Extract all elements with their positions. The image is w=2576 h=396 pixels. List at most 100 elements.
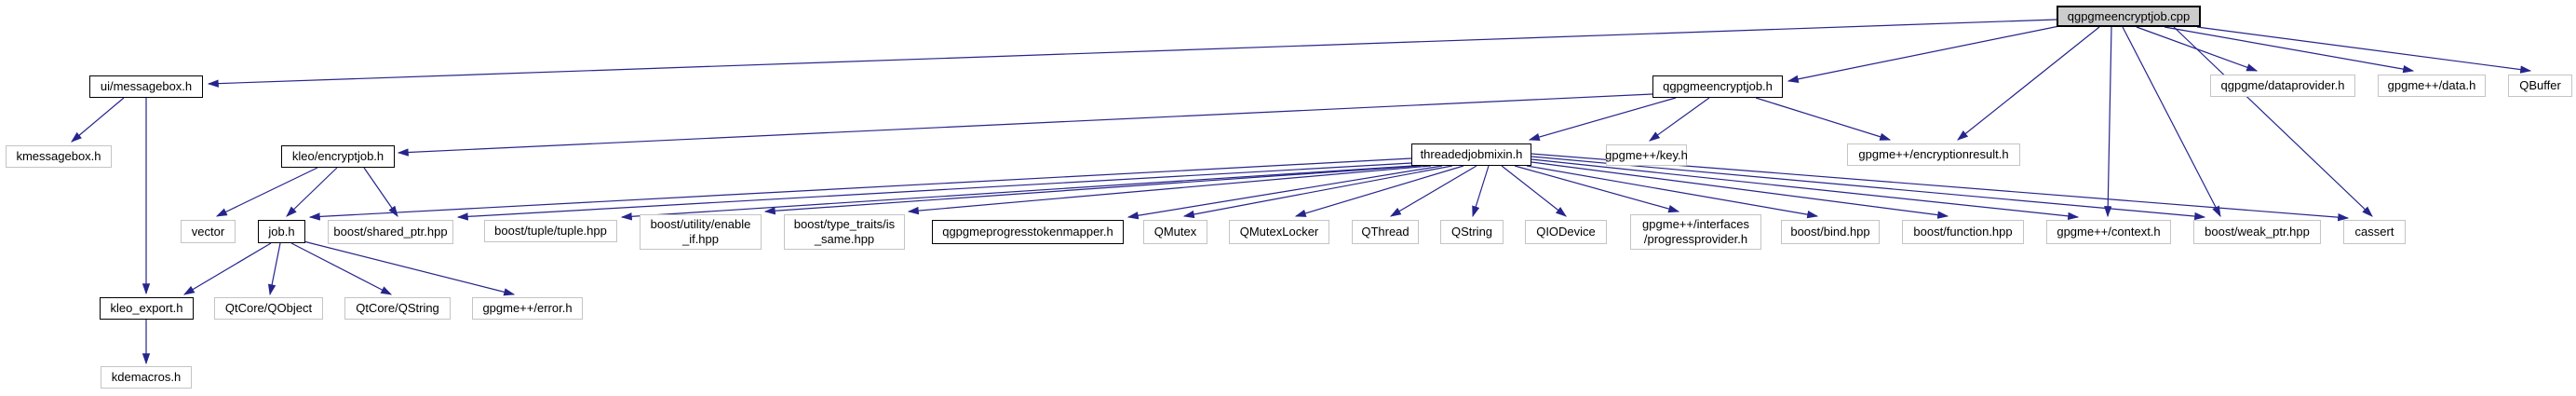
node-label: gpgme++/encryptionresult.h: [1858, 147, 2009, 162]
node-label: QMutex: [1153, 225, 1197, 239]
node-messagebox[interactable]: ui/messagebox.h: [89, 75, 203, 98]
node-label: boost/function.hpp: [1913, 225, 2013, 239]
node-weak_ptr: boost/weak_ptr.hpp: [2193, 220, 2321, 244]
node-shared_ptr: boost/shared_ptr.hpp: [328, 220, 453, 244]
edge-cpp-to-encryptjob_h: [1787, 25, 2060, 83]
node-label: qgpgmeencryptjob.h: [1663, 79, 1773, 94]
node-qmutex: QMutex: [1143, 220, 1207, 244]
node-encryptjob_h[interactable]: qgpgmeencryptjob.h: [1652, 75, 1783, 98]
node-label: gpgme++/context.h: [2057, 225, 2161, 239]
node-label: boost/shared_ptr.hpp: [333, 225, 448, 239]
node-tokenmapper[interactable]: qgpgmeprogresstokenmapper.h: [932, 220, 1124, 244]
node-label: gpgme++/key.h: [1605, 147, 1688, 162]
edge-cpp-to-qbuffer: [2196, 26, 2532, 74]
node-function: boost/function.hpp: [1902, 220, 2024, 244]
node-label: QIODevice: [1536, 225, 1596, 239]
edge-encryptjob_h-to-kleo_encryptjob: [397, 93, 1653, 157]
node-kleo_export[interactable]: kleo_export.h: [100, 297, 194, 320]
edge-threadedjobmixin-to-function: [1531, 161, 1949, 219]
node-label: boost/weak_ptr.hpp: [2205, 225, 2310, 239]
edge-kleo_encryptjob-to-job_h: [286, 167, 338, 217]
node-key_h: gpgme++/key.h: [1605, 144, 1688, 166]
node-qbuffer: QBuffer: [2508, 75, 2572, 97]
node-label: kdemacros.h: [111, 370, 182, 385]
node-label: qgpgme/dataprovider.h: [2220, 78, 2345, 93]
edge-job_h-to-error_h: [303, 240, 516, 296]
edge-cpp-to-context: [2104, 26, 2112, 218]
node-bind: boost/bind.hpp: [1781, 220, 1880, 244]
node-encryptionresult: gpgme++/encryptionresult.h: [1847, 143, 2020, 166]
node-label: QBuffer: [2519, 78, 2561, 93]
node-label: qgpgmeencryptjob.cpp: [2067, 8, 2191, 23]
edge-threadedjobmixin-to-qmutexlocker: [1294, 165, 1464, 217]
node-kleo_encryptjob[interactable]: kleo/encryptjob.h: [281, 145, 395, 168]
edge-messagebox-to-kmessagebox: [71, 97, 125, 143]
node-label: ui/messagebox.h: [100, 79, 193, 94]
node-label: kleo_export.h: [110, 301, 183, 316]
node-threadedjobmixin[interactable]: threadedjobmixin.h: [1411, 143, 1531, 166]
node-qstring: QString: [1440, 220, 1504, 244]
node-dataprovider: qgpgme/dataprovider.h: [2210, 75, 2355, 97]
edge-threadedjobmixin-to-bind: [1526, 165, 1819, 219]
node-label: boost/utility/enable _if.hpp: [650, 217, 751, 246]
node-qthread: QThread: [1352, 220, 1419, 244]
edge-threadedjobmixin-to-qmutex: [1182, 165, 1453, 219]
node-is_same: boost/type_traits/is _same.hpp: [784, 214, 905, 250]
edge-cpp-to-weak_ptr: [2122, 26, 2221, 218]
edge-job_h-to-qstring_core: [290, 242, 393, 295]
edges-group: [71, 19, 2532, 365]
node-qiodevice: QIODevice: [1525, 220, 1607, 244]
edge-cpp-to-data_h: [2164, 26, 2415, 74]
node-label: QtCore/QString: [356, 301, 439, 316]
edge-threadedjobmixin-to-progressprovider: [1514, 165, 1680, 213]
node-job_h[interactable]: job.h: [258, 220, 305, 243]
edge-job_h-to-kleo_export: [182, 242, 272, 295]
node-label: gpgme++/data.h: [2387, 78, 2476, 93]
edge-threadedjobmixin-to-enable_if: [763, 165, 1422, 215]
node-label: QThread: [1361, 225, 1409, 239]
node-label: kleo/encryptjob.h: [291, 149, 384, 164]
node-label: kmessagebox.h: [16, 149, 101, 164]
edge-threadedjobmixin-to-qstring: [1472, 165, 1490, 218]
node-label: boost/bind.hpp: [1790, 225, 1870, 239]
edge-job_h-to-qobject: [267, 242, 281, 296]
edge-threadedjobmixin-to-tuple: [620, 165, 1414, 221]
node-label: QtCore/QObject: [224, 301, 313, 316]
node-qmutexlocker: QMutexLocker: [1229, 220, 1329, 244]
node-label: gpgme++/error.h: [482, 301, 573, 316]
edge-encryptjob_h-to-key_h: [1649, 97, 1710, 142]
edge-cpp-to-cassert: [2173, 26, 2373, 217]
edge-encryptjob_h-to-threadedjobmixin: [1528, 97, 1677, 142]
edge-threadedjobmixin-to-qthread: [1389, 165, 1477, 217]
node-kmessagebox: kmessagebox.h: [6, 145, 112, 168]
node-label: gpgme++/interfaces /progressprovider.h: [1642, 217, 1749, 246]
node-label: boost/tuple/tuple.hpp: [494, 224, 607, 239]
edge-cpp-to-messagebox: [207, 19, 2057, 88]
edge-threadedjobmixin-to-context: [1531, 158, 2080, 221]
edge-encryptjob_h-to-encryptionresult: [1755, 97, 1892, 141]
node-context: gpgme++/context.h: [2046, 220, 2171, 244]
node-label: cassert: [2354, 225, 2394, 239]
edge-threadedjobmixin-to-weak_ptr: [1531, 156, 2206, 221]
node-cpp: qgpgmeencryptjob.cpp: [2057, 6, 2201, 27]
edge-threadedjobmixin-to-job_h: [308, 157, 1412, 221]
node-label: QString: [1450, 225, 1493, 239]
node-qobject: QtCore/QObject: [214, 297, 323, 320]
node-qstring_core: QtCore/QString: [344, 297, 451, 320]
node-enable_if: boost/utility/enable _if.hpp: [640, 214, 762, 250]
edge-threadedjobmixin-to-tokenmapper: [1126, 165, 1443, 220]
node-progressprovider: gpgme++/interfaces /progressprovider.h: [1630, 214, 1761, 250]
node-error_h: gpgme++/error.h: [472, 297, 583, 320]
node-vector: vector: [181, 220, 236, 243]
node-label: vector: [191, 224, 225, 239]
node-label: qgpgmeprogresstokenmapper.h: [942, 225, 1113, 239]
node-label: boost/type_traits/is _same.hpp: [793, 217, 896, 246]
edge-threadedjobmixin-to-is_same: [907, 165, 1432, 215]
edge-kleo_encryptjob-to-vector: [215, 167, 318, 217]
node-cassert: cassert: [2343, 220, 2406, 244]
node-label: QMutexLocker: [1239, 225, 1319, 239]
edge-cpp-to-encryptionresult: [1957, 26, 2100, 141]
node-data_h: gpgme++/data.h: [2378, 75, 2486, 97]
